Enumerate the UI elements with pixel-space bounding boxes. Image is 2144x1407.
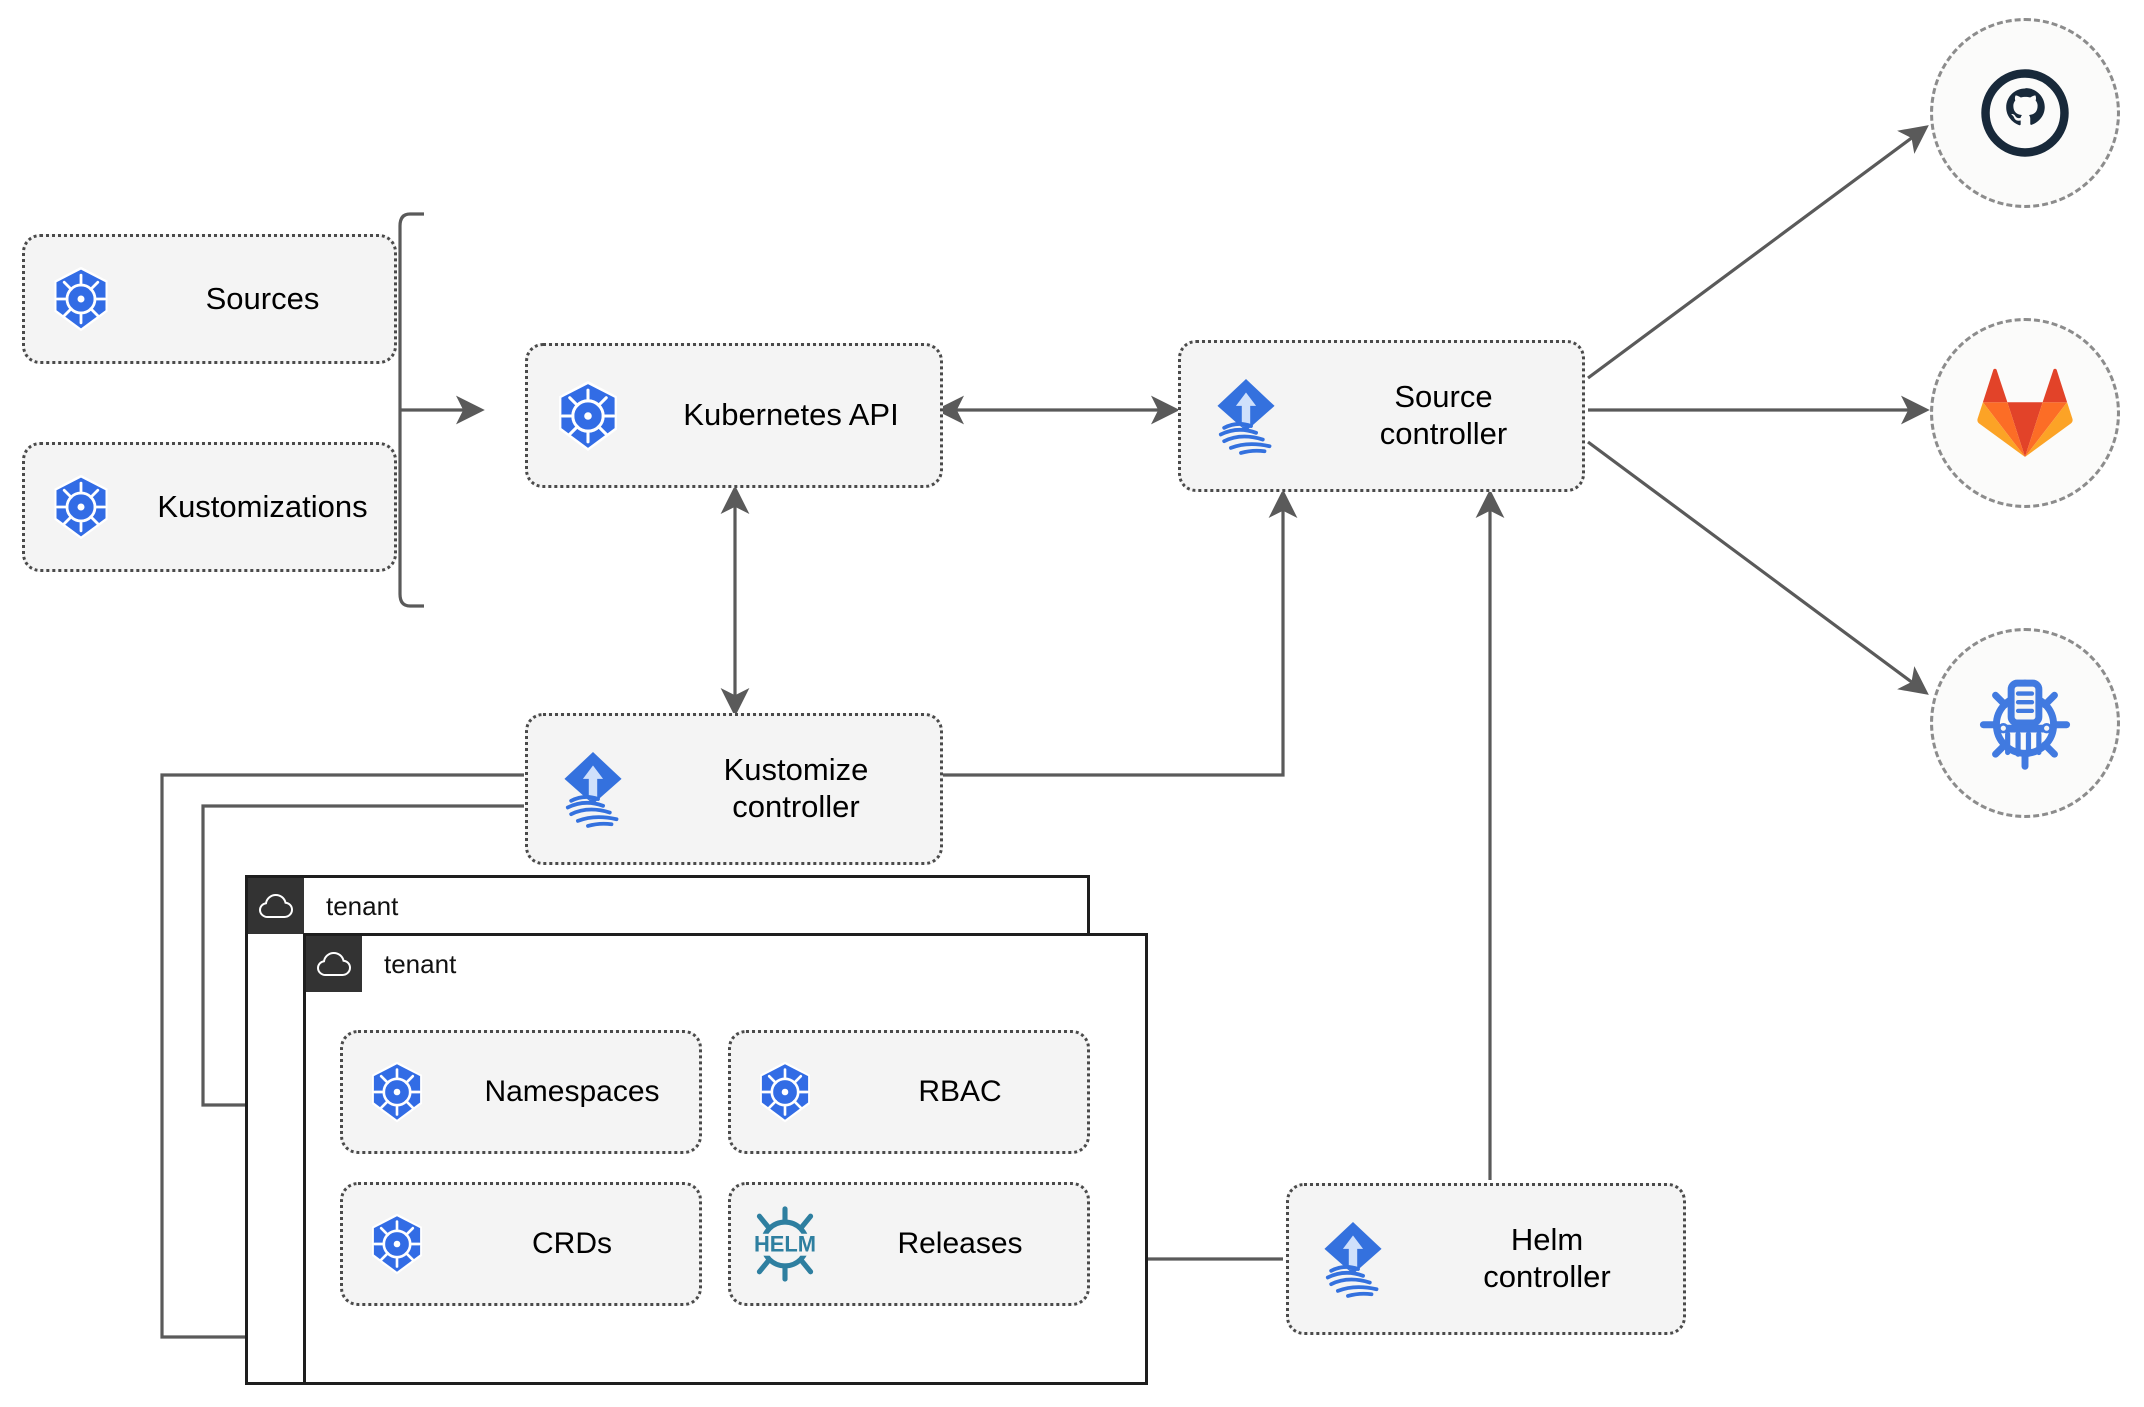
node-kustomizations[interactable]: Kustomizations: [22, 442, 397, 572]
node-namespaces[interactable]: Namespaces: [340, 1030, 702, 1154]
kubernetes-icon: [343, 1059, 451, 1125]
cloud-icon: [306, 936, 362, 992]
endpoint-gitlab[interactable]: [1930, 318, 2120, 508]
node-label: CRDs: [532, 1227, 612, 1261]
flux-icon: [528, 747, 658, 831]
tenant-label: tenant: [384, 948, 457, 979]
node-kustomize-controller[interactable]: Kustomize controller: [525, 713, 943, 865]
gitlab-icon: [1977, 368, 2073, 458]
node-label: Kustomizations: [157, 488, 368, 524]
kubernetes-icon: [343, 1211, 451, 1277]
node-helm-controller[interactable]: Helm controller: [1286, 1183, 1686, 1335]
tenant-header: tenant: [248, 878, 398, 934]
endpoint-helm-chart-repository[interactable]: [1930, 628, 2120, 818]
endpoint-github[interactable]: [1930, 18, 2120, 208]
node-source-controller[interactable]: Source controller: [1178, 340, 1585, 492]
node-label: Kubernetes API: [683, 397, 899, 433]
node-label: Kustomize controller: [723, 752, 869, 824]
tenant-window-front: tenant: [303, 933, 1148, 1385]
flux-icon: [1289, 1217, 1417, 1301]
node-releases[interactable]: HELM Releases: [728, 1182, 1090, 1306]
node-label: Namespaces: [484, 1075, 660, 1109]
helm-chart-repo-icon: [1979, 679, 2071, 770]
helm-icon: HELM: [731, 1206, 839, 1282]
node-label: Sources: [205, 280, 320, 316]
tenant-label: tenant: [326, 890, 399, 921]
kubernetes-icon: [528, 378, 648, 454]
kubernetes-icon: [25, 472, 137, 542]
node-sources[interactable]: Sources: [22, 234, 397, 364]
node-kubernetes-api[interactable]: Kubernetes API: [525, 343, 943, 488]
flux-icon: [1181, 374, 1311, 458]
node-label: Releases: [897, 1227, 1023, 1261]
node-rbac[interactable]: RBAC: [728, 1030, 1090, 1154]
kubernetes-icon: [731, 1059, 839, 1125]
node-label: Helm controller: [1483, 1222, 1611, 1294]
github-icon: [1981, 69, 2069, 157]
node-label: Source controller: [1379, 379, 1508, 451]
tenant-header: tenant: [306, 936, 456, 992]
cloud-icon: [248, 878, 304, 934]
helm-wordmark: HELM: [754, 1231, 816, 1256]
node-crds[interactable]: CRDs: [340, 1182, 702, 1306]
kubernetes-icon: [25, 264, 137, 334]
node-label: RBAC: [918, 1075, 1002, 1109]
